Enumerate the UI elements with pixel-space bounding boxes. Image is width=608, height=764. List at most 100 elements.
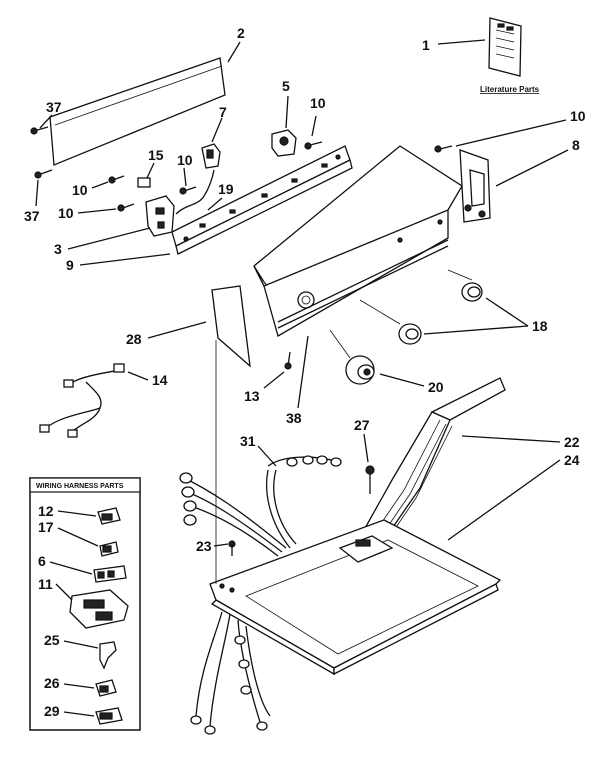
wire-harness-31 [179,455,342,557]
bracket-part-3 [145,195,175,237]
leader-18-a [485,297,529,327]
wiring-harness-box-title: WIRING HARNESS PARTS [36,483,124,490]
screw-10-c [108,175,125,184]
leader-17 [57,527,99,547]
callout-37-lower: 37 [24,208,40,224]
knob-18-a [461,282,483,302]
connector-17 [99,541,119,557]
control-panel-9 [171,145,353,255]
callout-37-upper: 37 [46,99,62,115]
screw-13 [284,351,292,370]
leader-9 [79,253,171,266]
callout-20: 20 [428,379,444,395]
callout-7: 7 [219,104,227,120]
leader-15 [146,162,155,179]
top-bracket-22 [363,377,506,541]
leader-14 [127,371,149,381]
screw-10-a [304,141,323,150]
leader-13 [263,371,285,389]
terminal-25 [99,641,117,670]
leader-20 [379,373,425,387]
callout-14: 14 [152,372,168,388]
leader-5 [285,95,289,129]
leader-38 [297,335,309,409]
callout-23: 23 [196,538,212,554]
leader-18-b [423,325,529,335]
switch-part-5 [271,129,297,157]
callout-18: 18 [532,318,548,334]
leader-28 [147,321,207,339]
leader-25 [63,640,99,649]
leader-22 [461,435,561,443]
leader-11 [55,583,73,601]
leader-2 [227,41,241,63]
leader-10-d [77,208,117,214]
callout-10-a: 10 [310,95,326,111]
leader-19 [207,197,223,211]
wire-part-19 [175,169,215,215]
end-panel-28 [211,285,251,368]
callout-28: 28 [126,331,142,347]
callout-5: 5 [282,78,290,94]
switch-part-7 [201,143,221,169]
callout-29: 29 [44,703,60,719]
lower-wire-harness [190,611,271,735]
callout-31: 31 [240,433,256,449]
callout-9: 9 [66,257,74,273]
leader-37-lower [35,179,39,207]
callout-6: 6 [38,553,46,569]
callout-1: 1 [422,37,430,53]
connector-12 [97,507,121,525]
leader-10-b [183,167,187,187]
end-cap-8 [459,149,491,223]
screw-10-d [117,203,135,212]
callout-15: 15 [148,147,164,163]
leader-10-a [311,115,317,137]
screw-37-upper [30,126,49,135]
leader-27 [363,433,369,463]
leader-1 [437,39,486,45]
leader-37-upper [39,114,53,129]
leader-31 [257,445,277,467]
callout-3: 3 [54,241,62,257]
callout-10-d: 10 [58,205,74,221]
callout-10-c: 10 [72,182,88,198]
leader-10-c [91,181,109,189]
leader-29 [63,711,95,717]
screw-10-e [434,145,453,153]
literature-parts-sheet [488,17,522,77]
top-panel-24 [209,519,502,676]
leader-24 [447,459,561,541]
callout-13: 13 [244,388,260,404]
alignment-lines [329,269,473,359]
connector-6 [93,565,127,583]
literature-parts-label: Literature Parts [480,85,540,94]
clip-part-15 [137,177,151,188]
callout-8: 8 [572,137,580,153]
knob-18-b [398,323,422,345]
wire-harness-14 [39,363,125,438]
leader-10-e [455,119,567,147]
callout-17: 17 [38,519,54,535]
callout-2: 2 [237,25,245,41]
callout-24: 24 [564,452,580,468]
callout-22: 22 [564,434,580,450]
top-trim-strip [49,57,226,166]
leader-26 [63,683,95,689]
connector-11 [69,589,129,629]
screw-27 [365,465,375,494]
leader-12 [57,510,97,517]
connector-29 [95,707,123,725]
callout-19: 19 [218,181,234,197]
callout-12: 12 [38,503,54,519]
callout-11: 11 [38,576,53,592]
callout-25: 25 [44,632,60,648]
knob-20 [345,355,375,385]
screw-10-b [179,186,197,195]
leader-7 [211,117,223,143]
leader-3 [67,227,151,250]
callout-26: 26 [44,675,60,691]
callout-10-b: 10 [177,152,193,168]
